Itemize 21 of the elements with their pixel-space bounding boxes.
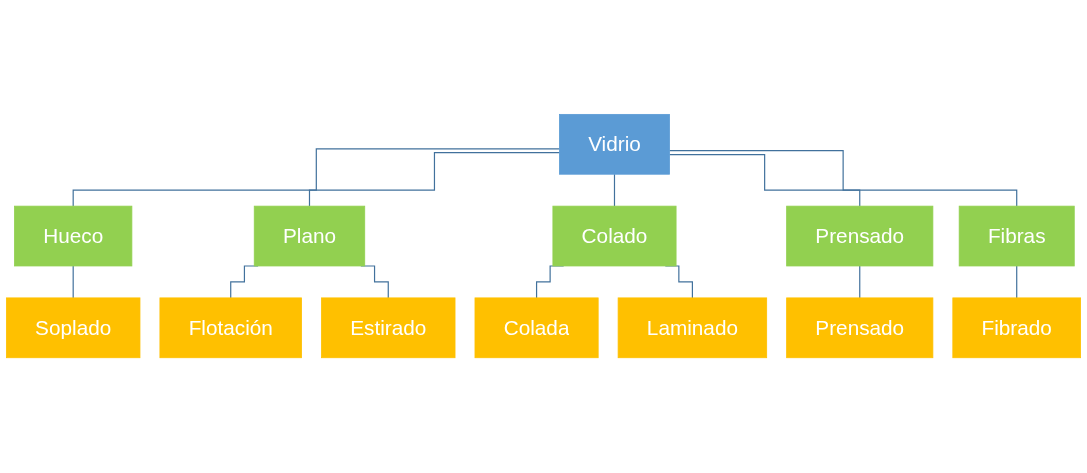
connector bbox=[668, 150, 1018, 208]
node-box: Hueco bbox=[14, 206, 133, 267]
node-box: Fibrado bbox=[952, 297, 1081, 359]
connector bbox=[668, 154, 861, 208]
connector bbox=[72, 148, 561, 208]
node-box: Soplado bbox=[6, 297, 141, 359]
node-box: Estirado bbox=[321, 297, 456, 359]
node-box: Colada bbox=[474, 297, 599, 359]
node-box: Vidrio bbox=[559, 114, 670, 176]
node-box: Prensado bbox=[786, 297, 934, 359]
connector bbox=[72, 265, 74, 299]
node-box: Plano bbox=[253, 206, 366, 267]
connector bbox=[613, 174, 616, 208]
node-box: Colado bbox=[552, 206, 677, 267]
node-box: Laminado bbox=[617, 297, 768, 359]
node-box: Flotación bbox=[159, 297, 302, 359]
node-box: Prensado bbox=[786, 206, 934, 267]
connector bbox=[1016, 265, 1018, 299]
node-box: Fibras bbox=[958, 206, 1075, 267]
connector bbox=[308, 152, 561, 208]
connector bbox=[859, 265, 861, 299]
